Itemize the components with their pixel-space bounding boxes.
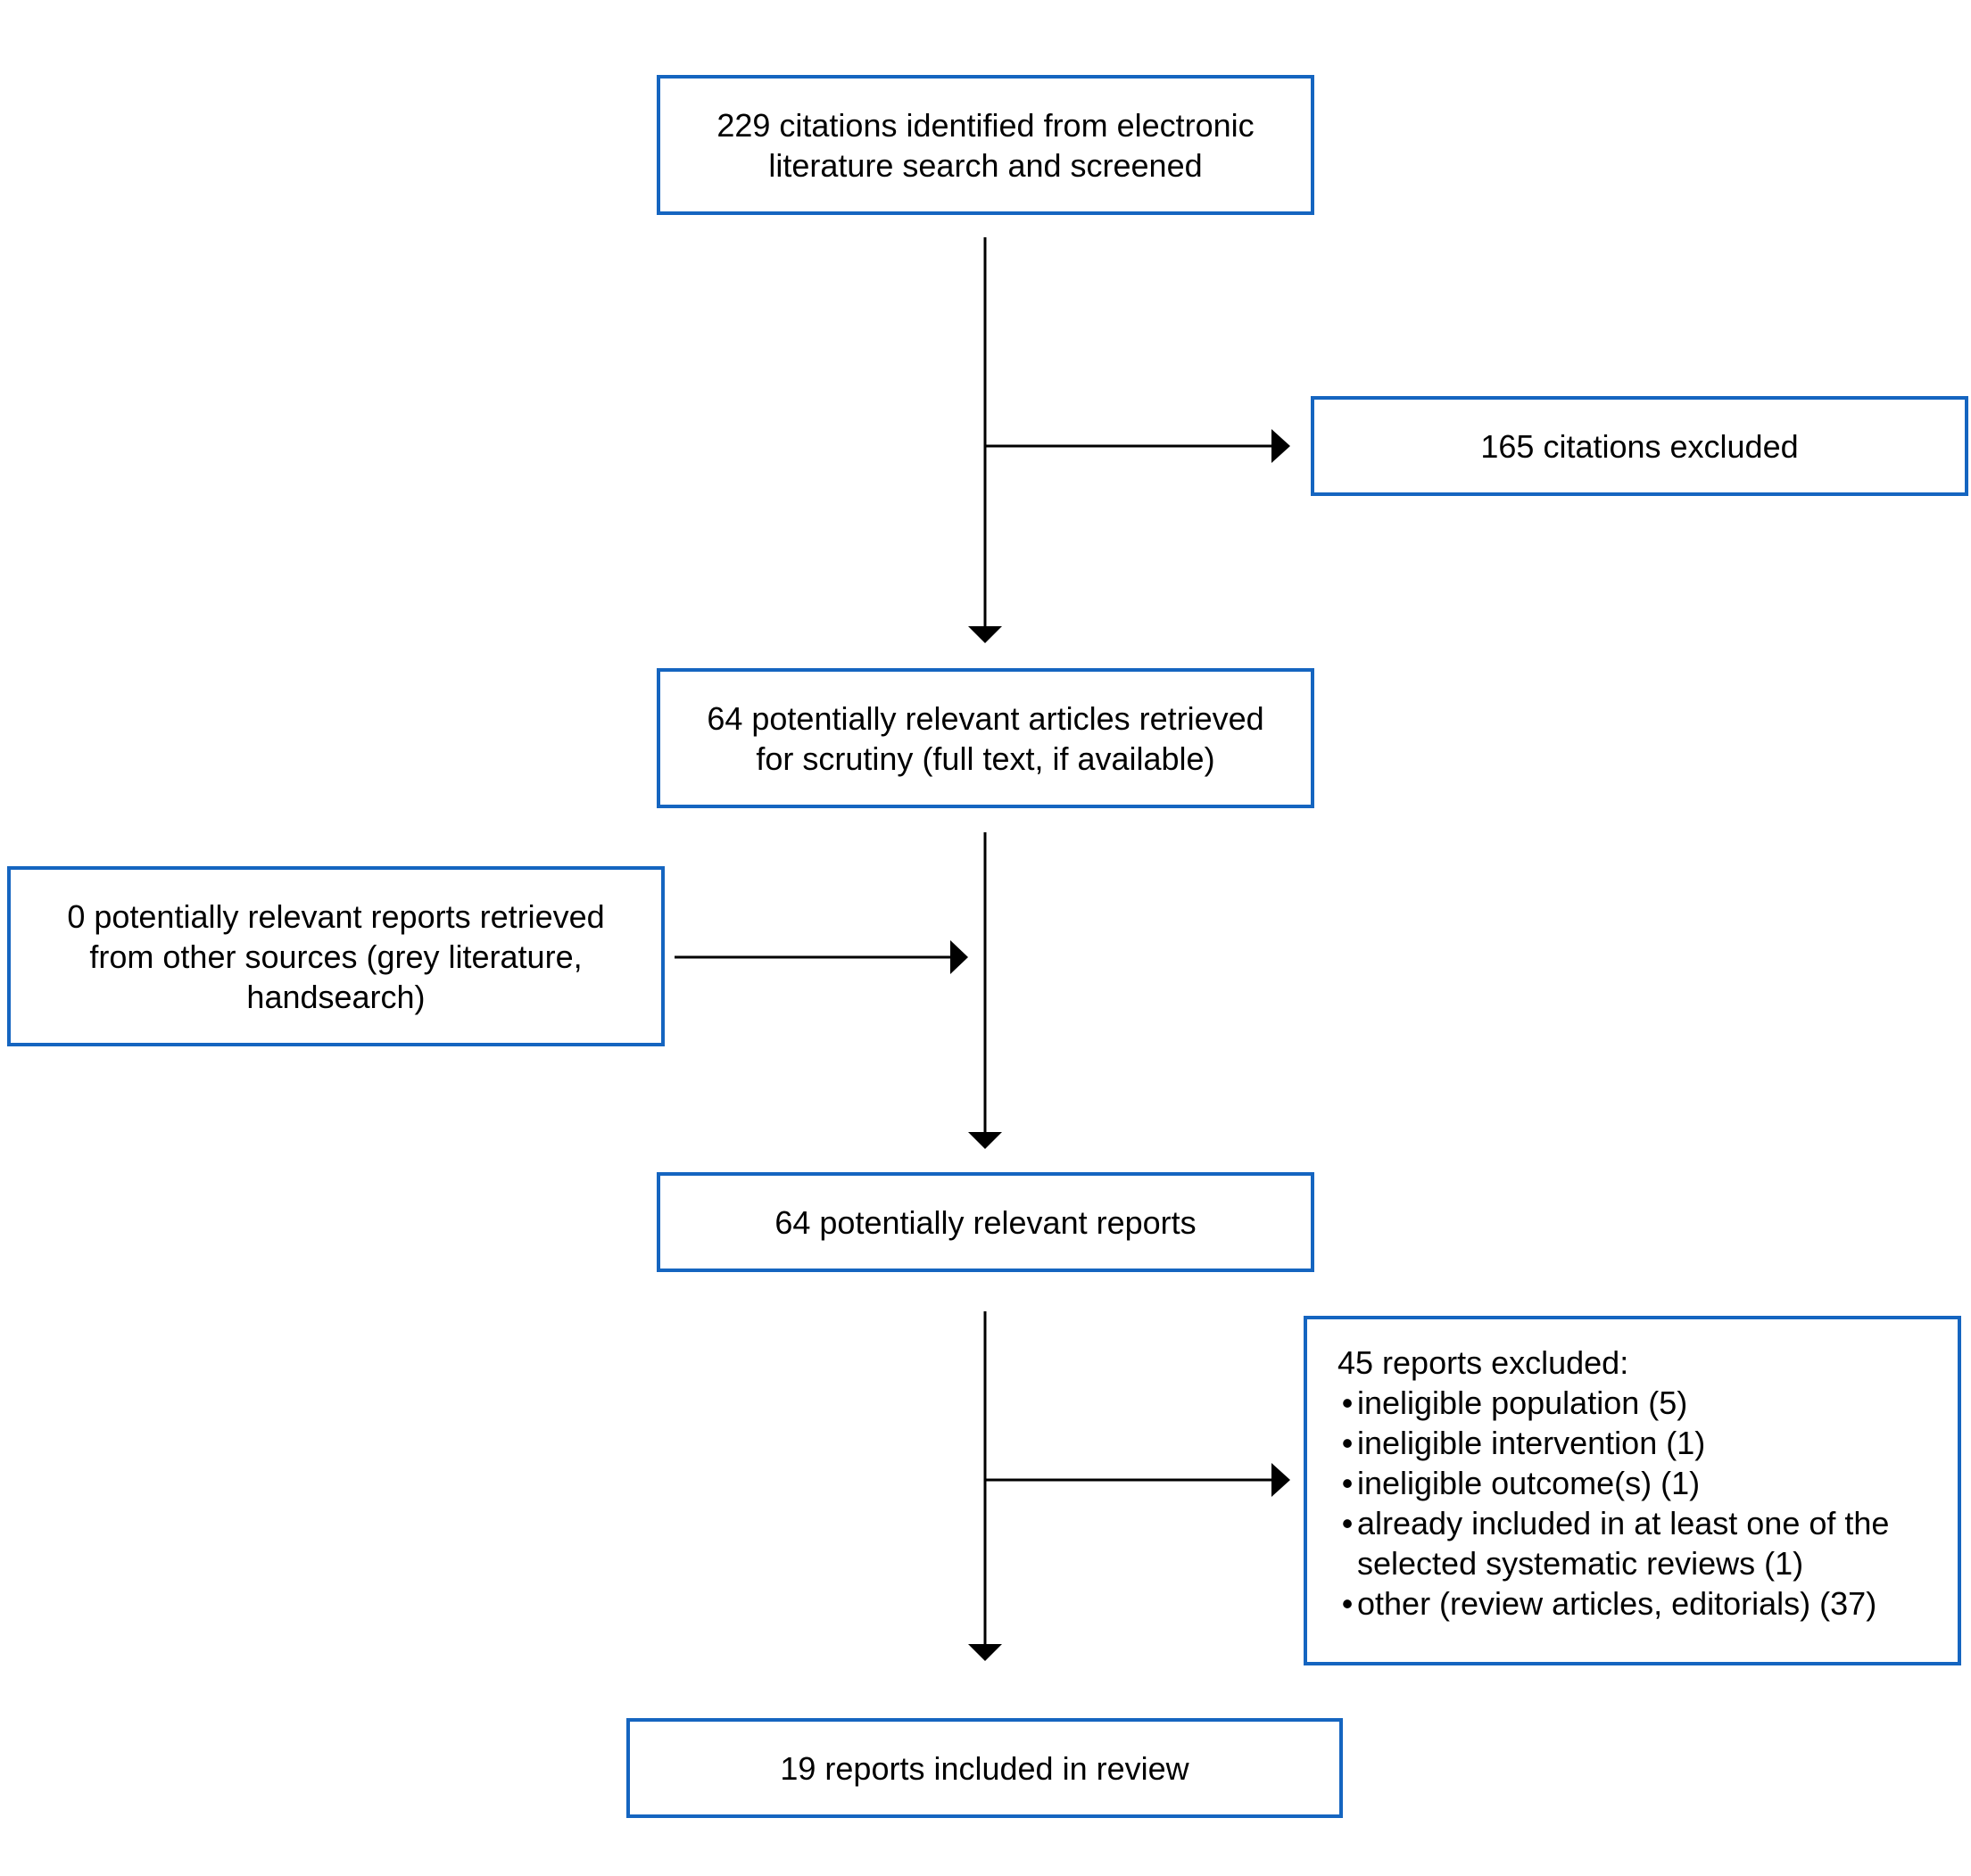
arrowhead-right-icon: [1271, 1463, 1290, 1497]
exclusion-reason-item: • ineligible intervention (1): [1337, 1423, 1889, 1463]
relevant-reports-box: 64 potentially relevant reports: [657, 1172, 1314, 1272]
retrieved-articles-box: 64 potentially relevant articles retriev…: [657, 668, 1314, 808]
excluded-reports-list: 45 reports excluded: • ineligible popula…: [1337, 1343, 1889, 1624]
arrowhead-down-icon: [968, 1132, 1002, 1149]
identified-citations-box: 229 citations identified from electronic…: [657, 75, 1314, 215]
exclusion-reason-item: • ineligible population (5): [1337, 1383, 1889, 1423]
bullet-icon: •: [1341, 1505, 1354, 1541]
arrowhead-down-icon: [968, 1644, 1002, 1661]
arrowhead-right-icon: [1271, 429, 1290, 463]
excluded-citations-text: 165 citations excluded: [1480, 427, 1799, 465]
included-reports-box: 19 reports included in review: [626, 1718, 1343, 1818]
exclusion-reason-item: • ineligible outcome(s) (1): [1337, 1463, 1889, 1503]
exclusion-reason-item: • already included in at least one of th…: [1337, 1503, 1890, 1583]
arrowhead-right-icon: [950, 940, 968, 974]
identified-citations-text: 229 citations identified from electronic…: [716, 106, 1255, 184]
relevant-reports-text: 64 potentially relevant reports: [774, 1203, 1197, 1241]
included-reports-text: 19 reports included in review: [780, 1749, 1189, 1787]
bullet-icon: •: [1341, 1465, 1354, 1501]
excluded-reports-title: 45 reports excluded:: [1337, 1344, 1629, 1381]
bullet-icon: •: [1341, 1425, 1354, 1461]
exclusion-reason-item: • other (review articles, editorials) (3…: [1337, 1583, 1889, 1624]
other-sources-box: 0 potentially relevant reports retrieved…: [7, 866, 665, 1046]
excluded-citations-box: 165 citations excluded: [1311, 396, 1968, 496]
other-sources-text: 0 potentially relevant reports retrieved…: [67, 897, 605, 1015]
arrowhead-down-icon: [968, 626, 1002, 643]
retrieved-articles-text: 64 potentially relevant articles retriev…: [707, 699, 1264, 777]
bullet-icon: •: [1341, 1384, 1354, 1421]
bullet-icon: •: [1341, 1585, 1354, 1622]
excluded-reports-box: 45 reports excluded: • ineligible popula…: [1304, 1316, 1961, 1665]
